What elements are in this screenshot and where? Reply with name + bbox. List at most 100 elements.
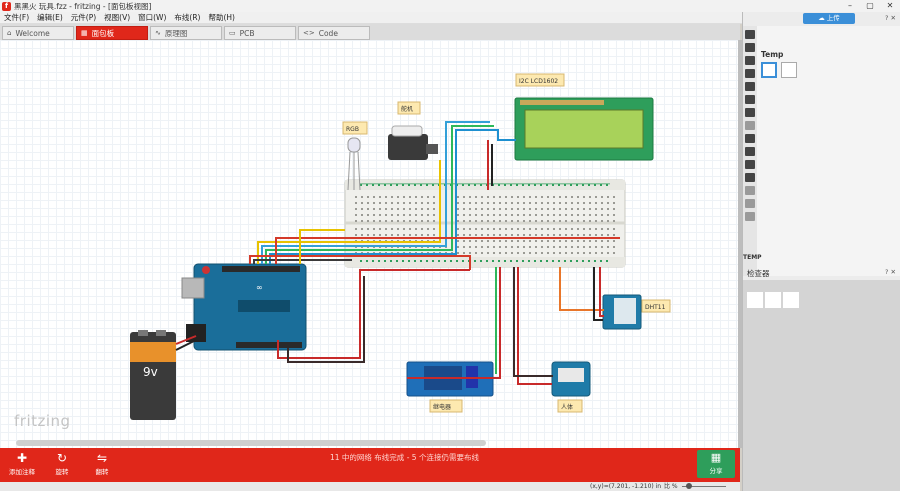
lcd-display[interactable] <box>514 97 654 161</box>
vertical-scrollbar[interactable] <box>738 40 742 448</box>
breadboard-hole <box>463 208 465 210</box>
breadboard-hole <box>535 208 537 210</box>
menu-file[interactable]: 文件(F) <box>4 13 30 22</box>
breadboard-canvas[interactable]: ∞ <box>0 40 738 448</box>
menu-routing[interactable]: 布线(R) <box>174 13 201 22</box>
breadboard-hole <box>457 252 459 254</box>
zoom-slider-handle[interactable] <box>686 483 692 489</box>
breadboard-icon: ▦ <box>81 29 88 37</box>
breadboard-hole <box>565 208 567 210</box>
breadboard-hole <box>559 196 561 198</box>
share-button[interactable]: ▦ 分享 <box>697 450 735 478</box>
breadboard-hole <box>433 208 435 210</box>
breadboard-hole <box>529 220 531 222</box>
battery-9v[interactable] <box>130 330 176 420</box>
bin-category-icon[interactable] <box>745 186 755 195</box>
tab-pcb[interactable]: ▭ PCB <box>224 26 296 40</box>
power-rail-hole <box>414 260 416 262</box>
tab-breadboard[interactable]: ▦ 面包板 <box>76 26 148 40</box>
horizontal-scrollbar[interactable] <box>16 440 486 446</box>
add-note-button[interactable]: ✚ 添加注释 <box>4 450 40 480</box>
breadboard-hole <box>391 228 393 230</box>
menu-window[interactable]: 窗口(W) <box>138 13 167 22</box>
bin-category-icon[interactable] <box>745 56 755 65</box>
bin-category-icon[interactable] <box>745 43 755 52</box>
breadboard-hole <box>523 202 525 204</box>
breadboard-hole <box>571 240 573 242</box>
breadboard-hole <box>361 202 363 204</box>
temp-bin-label: TEMP <box>743 254 762 261</box>
power-rail-hole <box>558 184 560 186</box>
menu-edit[interactable]: 编辑(E) <box>37 13 63 22</box>
bin-category-icon[interactable] <box>745 199 755 208</box>
tab-welcome[interactable]: ⌂ Welcome <box>2 26 74 40</box>
rgb-led[interactable] <box>347 137 361 191</box>
arduino-uno[interactable]: ∞ <box>181 263 307 351</box>
wires[interactable] <box>175 121 620 385</box>
breadboard-hole <box>379 214 381 216</box>
bin-category-icon[interactable] <box>745 173 755 182</box>
bin-category-icon[interactable] <box>745 69 755 78</box>
breadboard-hole <box>397 220 399 222</box>
breadboard-hole <box>601 228 603 230</box>
breadboard-hole <box>613 196 615 198</box>
breadboard-hole <box>367 202 369 204</box>
pir-sensor[interactable] <box>551 361 591 397</box>
breadboard-hole <box>499 214 501 216</box>
bin-category-icon[interactable] <box>745 30 755 39</box>
breadboard-hole <box>367 234 369 236</box>
rotate-icon: ↻ <box>56 451 68 465</box>
breadboard-hole <box>379 234 381 236</box>
tab-schematic[interactable]: ∿ 原理图 <box>150 26 222 40</box>
bin-category-icon[interactable] <box>745 121 755 130</box>
parts-panel-controls[interactable]: ? ✕ <box>885 14 896 22</box>
zoom-slider-track[interactable] <box>682 486 726 487</box>
breadboard-hole <box>511 196 513 198</box>
bin-part-item[interactable] <box>761 62 777 78</box>
bin-category-icon[interactable] <box>745 108 755 117</box>
breadboard-hole <box>475 228 477 230</box>
close-button[interactable]: ✕ <box>886 1 894 10</box>
breadboard-hole <box>601 202 603 204</box>
bin-category-icon[interactable] <box>745 212 755 221</box>
upload-button[interactable]: ☁ 上传 <box>803 13 855 24</box>
breadboard-hole <box>589 240 591 242</box>
tab-code[interactable]: <> Code <box>298 26 370 40</box>
bin-category-icon[interactable] <box>745 134 755 143</box>
breadboard-hole <box>391 208 393 210</box>
inspector-controls[interactable]: ? ✕ <box>885 268 896 276</box>
breadboard-holes-top <box>360 183 610 185</box>
power-rail-hole <box>480 260 482 262</box>
bin-category-icon[interactable] <box>745 147 755 156</box>
menu-help[interactable]: 帮助(H) <box>208 13 235 22</box>
tab-label: 面包板 <box>91 28 115 38</box>
breadboard-hole <box>493 246 495 248</box>
menu-part[interactable]: 元件(P) <box>70 13 97 22</box>
flip-button[interactable]: ⇋ 翻转 <box>84 450 120 480</box>
breadboard-hole <box>379 220 381 222</box>
menu-view[interactable]: 视图(V) <box>104 13 131 22</box>
servo-motor[interactable] <box>388 125 438 160</box>
breadboard-hole <box>499 196 501 198</box>
bin-category-icon[interactable] <box>745 82 755 91</box>
bin-category-icon[interactable] <box>745 160 755 169</box>
breadboard-hole <box>373 220 375 222</box>
minimize-button[interactable]: – <box>848 1 852 10</box>
breadboard-hole <box>547 234 549 236</box>
routing-status[interactable]: 11 中的网络 布线完成 - 5 个连接仍需要布线 <box>330 453 479 462</box>
breadboard-holes <box>355 184 615 262</box>
rotate-button[interactable]: ↻ 旋转 <box>44 450 80 480</box>
breadboard-hole <box>559 202 561 204</box>
breadboard-hole <box>385 214 387 216</box>
breadboard-hole <box>409 202 411 204</box>
power-rail-hole <box>528 184 530 186</box>
bin-category-icon[interactable] <box>745 95 755 104</box>
breadboard-hole <box>559 246 561 248</box>
dht11-sensor[interactable] <box>602 294 642 330</box>
breadboard-hole <box>595 252 597 254</box>
breadboard-hole <box>541 220 543 222</box>
bin-part-item[interactable] <box>781 62 797 78</box>
power-rail-hole <box>570 184 572 186</box>
maximize-button[interactable]: ▢ <box>866 1 874 10</box>
breadboard-hole <box>391 214 393 216</box>
